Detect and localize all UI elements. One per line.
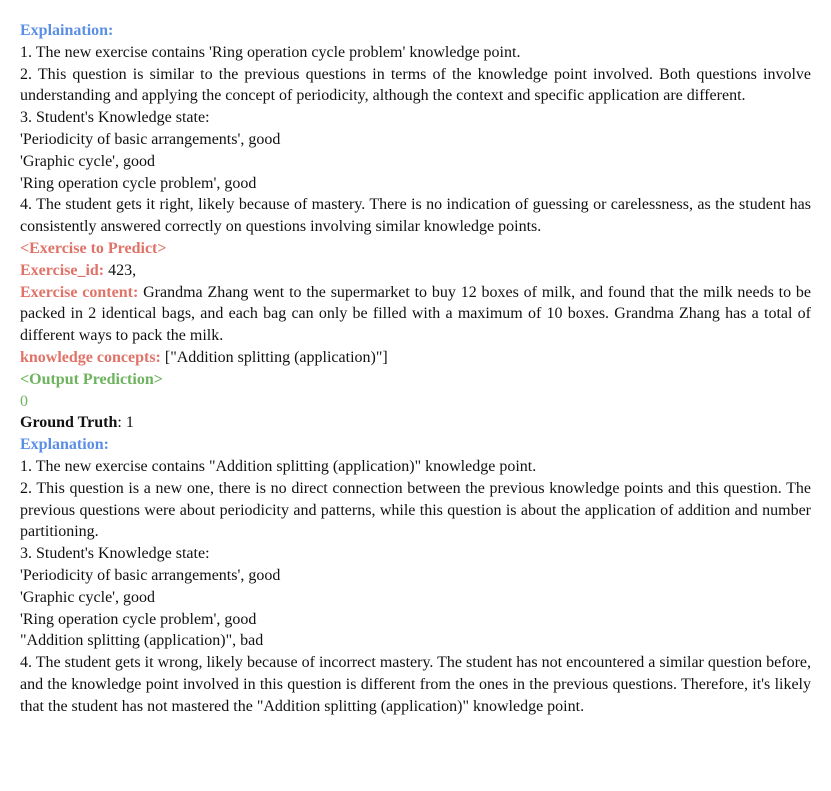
explanation-1-point-1: 1. The new exercise contains 'Ring opera… xyxy=(20,43,521,61)
explanation-heading-1: Explaination: xyxy=(20,20,811,42)
explanation-2-point-1: 1. The new exercise contains "Addition s… xyxy=(20,457,537,475)
explanation-1-point-2: 2. This question is similar to the previ… xyxy=(20,65,811,105)
ground-truth-value: : 1 xyxy=(117,414,134,432)
exercise-id-line: Exercise_id: 423, xyxy=(20,260,811,282)
exercise-content-value: Grandma Zhang went to the supermarket to… xyxy=(20,283,812,345)
explanation-label-1: Explaination: xyxy=(20,22,114,39)
explanation-1-point-4: 4. The student gets it right, likely bec… xyxy=(20,196,811,236)
exercise-header-label: <Exercise to Predict> xyxy=(20,239,167,257)
explanation-2-point-2: 2. This question is a new one, there is … xyxy=(20,479,811,541)
explanation-2-point-4: 4. The student gets it wrong, likely bec… xyxy=(20,654,811,715)
knowledge-state-2-item: 'Periodicity of basic arrangements', goo… xyxy=(20,566,281,584)
exercise-content-line: Exercise content: Grandma Zhang went to … xyxy=(20,282,811,347)
output-prediction-header: <Output Prediction> xyxy=(20,369,811,391)
exercise-id-value: 423, xyxy=(104,261,137,279)
exercise-header: <Exercise to Predict> xyxy=(20,238,811,260)
knowledge-state-1-item: 'Periodicity of basic arrangements', goo… xyxy=(20,130,281,148)
explanation-1-point-3: 3. Student's Knowledge state: xyxy=(20,109,210,127)
knowledge-state-2-item: 'Graphic cycle', good xyxy=(20,588,156,606)
knowledge-state-2-item: "Addition splitting (application)", bad xyxy=(20,632,264,650)
knowledge-concepts-line: knowledge concepts: ["Addition splitting… xyxy=(20,347,811,369)
exercise-id-label: Exercise_id: xyxy=(20,261,105,279)
knowledge-concepts-value: ["Addition splitting (application)"] xyxy=(160,348,388,366)
document-body: Explaination: 1. The new exercise contai… xyxy=(20,20,811,718)
knowledge-state-2-item: 'Ring operation cycle problem', good xyxy=(20,610,257,628)
knowledge-state-1-item: 'Graphic cycle', good xyxy=(20,152,156,170)
ground-truth-line: Ground Truth: 1 xyxy=(20,412,811,434)
knowledge-concepts-label: knowledge concepts: xyxy=(20,348,161,366)
explanation-label-2: Explanation: xyxy=(20,436,109,454)
output-prediction-value: 0 xyxy=(20,392,28,410)
explanation-heading-2: Explanation: xyxy=(20,434,811,456)
knowledge-state-1-item: 'Ring operation cycle problem', good xyxy=(20,174,257,192)
ground-truth-label: Ground Truth xyxy=(20,414,118,432)
output-prediction-value-line: 0 xyxy=(20,391,811,413)
exercise-content-label: Exercise content: xyxy=(20,283,139,301)
explanation-2-point-3: 3. Student's Knowledge state: xyxy=(20,545,210,563)
output-prediction-label: <Output Prediction> xyxy=(20,370,163,388)
